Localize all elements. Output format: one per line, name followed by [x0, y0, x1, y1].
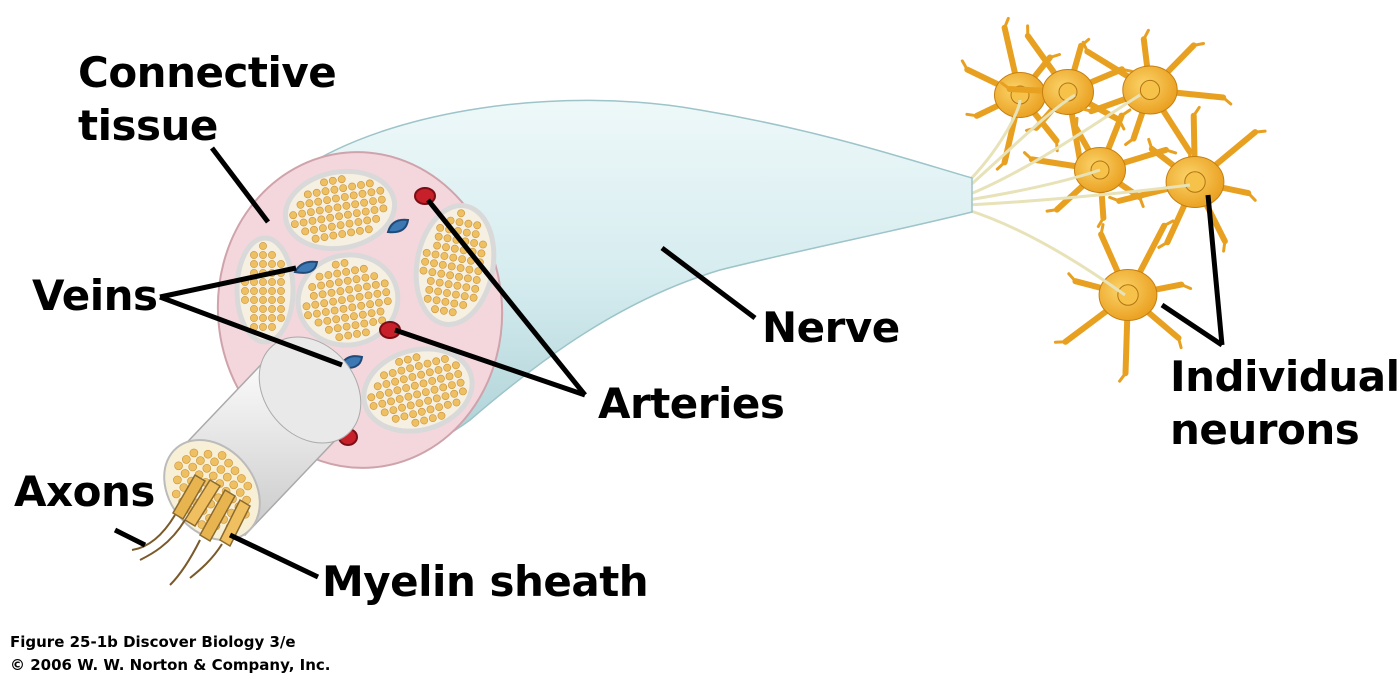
- leader-neuron-2: [1160, 302, 1224, 348]
- vein: [293, 260, 319, 274]
- leader-axons: [113, 527, 147, 548]
- leader-nerve: [660, 246, 757, 320]
- leader-neuron-1: [1205, 194, 1225, 346]
- label-neurons-1: Individual: [1170, 352, 1400, 401]
- leader-vein-2: [159, 294, 343, 368]
- neuron: [1053, 219, 1193, 383]
- neuron: [1108, 105, 1267, 253]
- leader-lines: [113, 146, 1225, 580]
- leader-vein-1: [159, 265, 297, 300]
- leader-myelin: [228, 532, 320, 580]
- label-axons: Axons: [14, 467, 155, 516]
- label-connective-tissue-1: Connective: [78, 48, 337, 97]
- label-nerve: Nerve: [762, 303, 900, 352]
- fascicles: [234, 168, 497, 434]
- label-neurons-2: neurons: [1170, 405, 1360, 454]
- neuron: [1080, 28, 1233, 164]
- fascicle: [413, 203, 497, 327]
- axon-tails: [131, 514, 223, 586]
- figure-credit-line-1: Figure 25-1b Discover Biology 3/e: [10, 633, 296, 651]
- vein: [386, 218, 410, 234]
- label-veins: Veins: [32, 271, 158, 320]
- protruding-axons: [171, 473, 251, 548]
- leader-artery-1: [426, 198, 587, 397]
- leader-artery-2: [394, 327, 586, 398]
- fascicle: [282, 168, 398, 252]
- fascicle: [361, 346, 475, 434]
- nerve-fibers: [963, 93, 1191, 297]
- label-arteries: Arteries: [598, 379, 785, 428]
- fascicle: [295, 252, 401, 348]
- label-connective-tissue-2: tissue: [78, 101, 218, 150]
- figure-credit-line-2: © 2006 W. W. Norton & Company, Inc.: [10, 656, 331, 674]
- leader-connective: [210, 146, 270, 224]
- veins: [293, 218, 410, 369]
- label-myelin-sheath: Myelin sheath: [322, 557, 649, 606]
- fascicle: [234, 235, 296, 345]
